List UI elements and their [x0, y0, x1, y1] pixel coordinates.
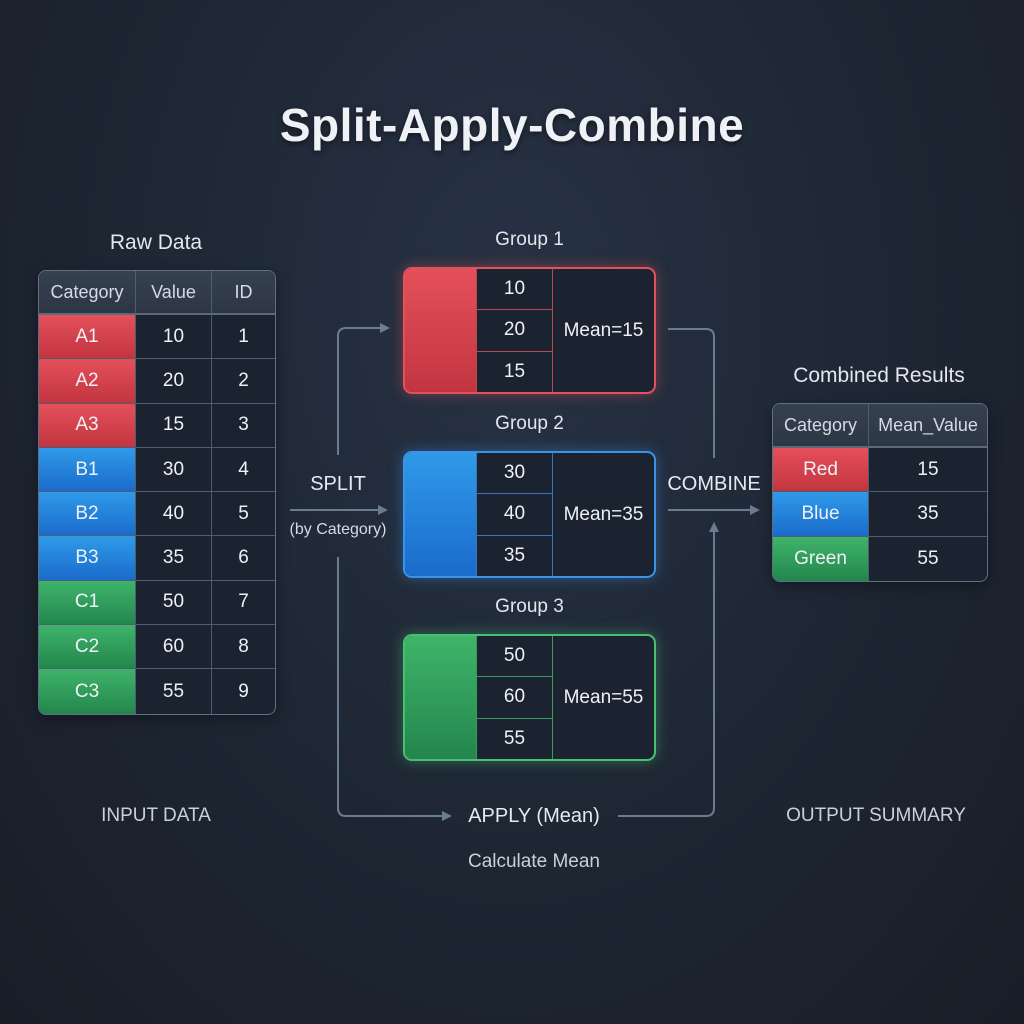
group-2-title: Group 2 — [495, 413, 564, 434]
mean-value-cell: 55 — [917, 547, 939, 569]
id-cell: 4 — [212, 448, 275, 493]
id-cell: 2 — [212, 359, 275, 404]
combine-line-from-group-1 — [668, 328, 715, 458]
category-cell: Green — [773, 536, 869, 581]
raw-data-heading: Raw Data — [109, 231, 203, 254]
input-data-label: INPUT DATA — [101, 805, 211, 826]
group-3-title: Group 3 — [495, 596, 564, 617]
mean-value-cell: 35 — [869, 492, 987, 537]
value-cell: 30 — [136, 447, 212, 493]
group-value-cell: 30 — [476, 453, 552, 495]
group-mean: Mean=35 — [552, 453, 654, 576]
id-cell: 9 — [238, 680, 249, 702]
id-cell: 7 — [212, 581, 275, 626]
value-cell: 50 — [136, 580, 212, 626]
category-cell: A1 — [39, 315, 136, 360]
column-header-id: ID — [212, 271, 275, 315]
category-cell: B3 — [39, 536, 136, 581]
value-cell: 15 — [136, 403, 212, 448]
category-cell: A2 — [39, 359, 136, 404]
raw-data-header-row: Category Value ID — [39, 271, 275, 315]
id-cell: 8 — [212, 625, 275, 670]
category-cell: C2 — [39, 625, 136, 670]
apply-sublabel: Calculate Mean — [467, 851, 601, 872]
value-cell: 35 — [136, 536, 212, 581]
category-cell: B1 — [39, 447, 136, 493]
category-cell: C3 — [39, 669, 136, 714]
apply-label: APPLY (Mean) — [468, 805, 600, 827]
combined-results-row: Green 55 — [773, 536, 987, 581]
group-value-cell: 10 — [476, 269, 552, 311]
group-value-cell: 40 — [476, 494, 552, 536]
value-cell: 60 — [136, 625, 212, 670]
column-header-category: Category — [39, 271, 136, 315]
split-sublabel: (by Category) — [289, 521, 387, 538]
group-value-cell: 55 — [476, 718, 552, 759]
split-arrow-to-group-1 — [337, 323, 390, 455]
combined-results-header-row: Category Mean_Value — [773, 404, 987, 448]
group-color-swatch — [405, 453, 476, 576]
combine-label: COMBINE — [667, 473, 761, 495]
split-arrow-to-apply — [337, 557, 452, 821]
column-header-mean-value: Mean_Value — [869, 404, 987, 448]
id-cell: 5 — [212, 492, 275, 537]
category-cell: Blue — [773, 492, 869, 537]
combined-results-heading: Combined Results — [793, 364, 965, 387]
value-cell: 20 — [136, 359, 212, 404]
id-cell: 3 — [212, 404, 275, 448]
column-header-value: Value — [136, 271, 212, 315]
id-cell: 1 — [212, 315, 275, 360]
group-color-swatch — [405, 269, 476, 392]
value-cell: 40 — [136, 492, 212, 537]
category-cell: Red — [773, 448, 869, 493]
column-header-category: Category — [773, 404, 869, 448]
split-label: SPLIT — [310, 473, 366, 495]
group-value-cell: 20 — [476, 310, 552, 352]
output-summary-label: OUTPUT SUMMARY — [786, 805, 966, 826]
group-color-swatch — [405, 636, 476, 759]
id-cell: 6 — [212, 536, 275, 581]
group-mean: Mean=15 — [552, 269, 654, 392]
apply-arrow-to-combine — [618, 522, 719, 817]
diagram-title: Split-Apply-Combine — [279, 99, 745, 151]
group-value-cell: 50 — [476, 636, 552, 678]
group-mean: Mean=55 — [552, 636, 654, 759]
value-cell: 10 — [136, 315, 212, 360]
group-value-cell: 35 — [476, 535, 552, 576]
value-cell: 55 — [136, 669, 212, 714]
category-cell: B2 — [39, 492, 136, 537]
category-cell: A3 — [39, 403, 136, 448]
category-cell: C1 — [39, 580, 136, 626]
group-value-cell: 15 — [476, 351, 552, 392]
group-1-title: Group 1 — [495, 229, 564, 250]
mean-value-cell: 15 — [869, 448, 987, 493]
group-value-cell: 60 — [476, 677, 552, 719]
